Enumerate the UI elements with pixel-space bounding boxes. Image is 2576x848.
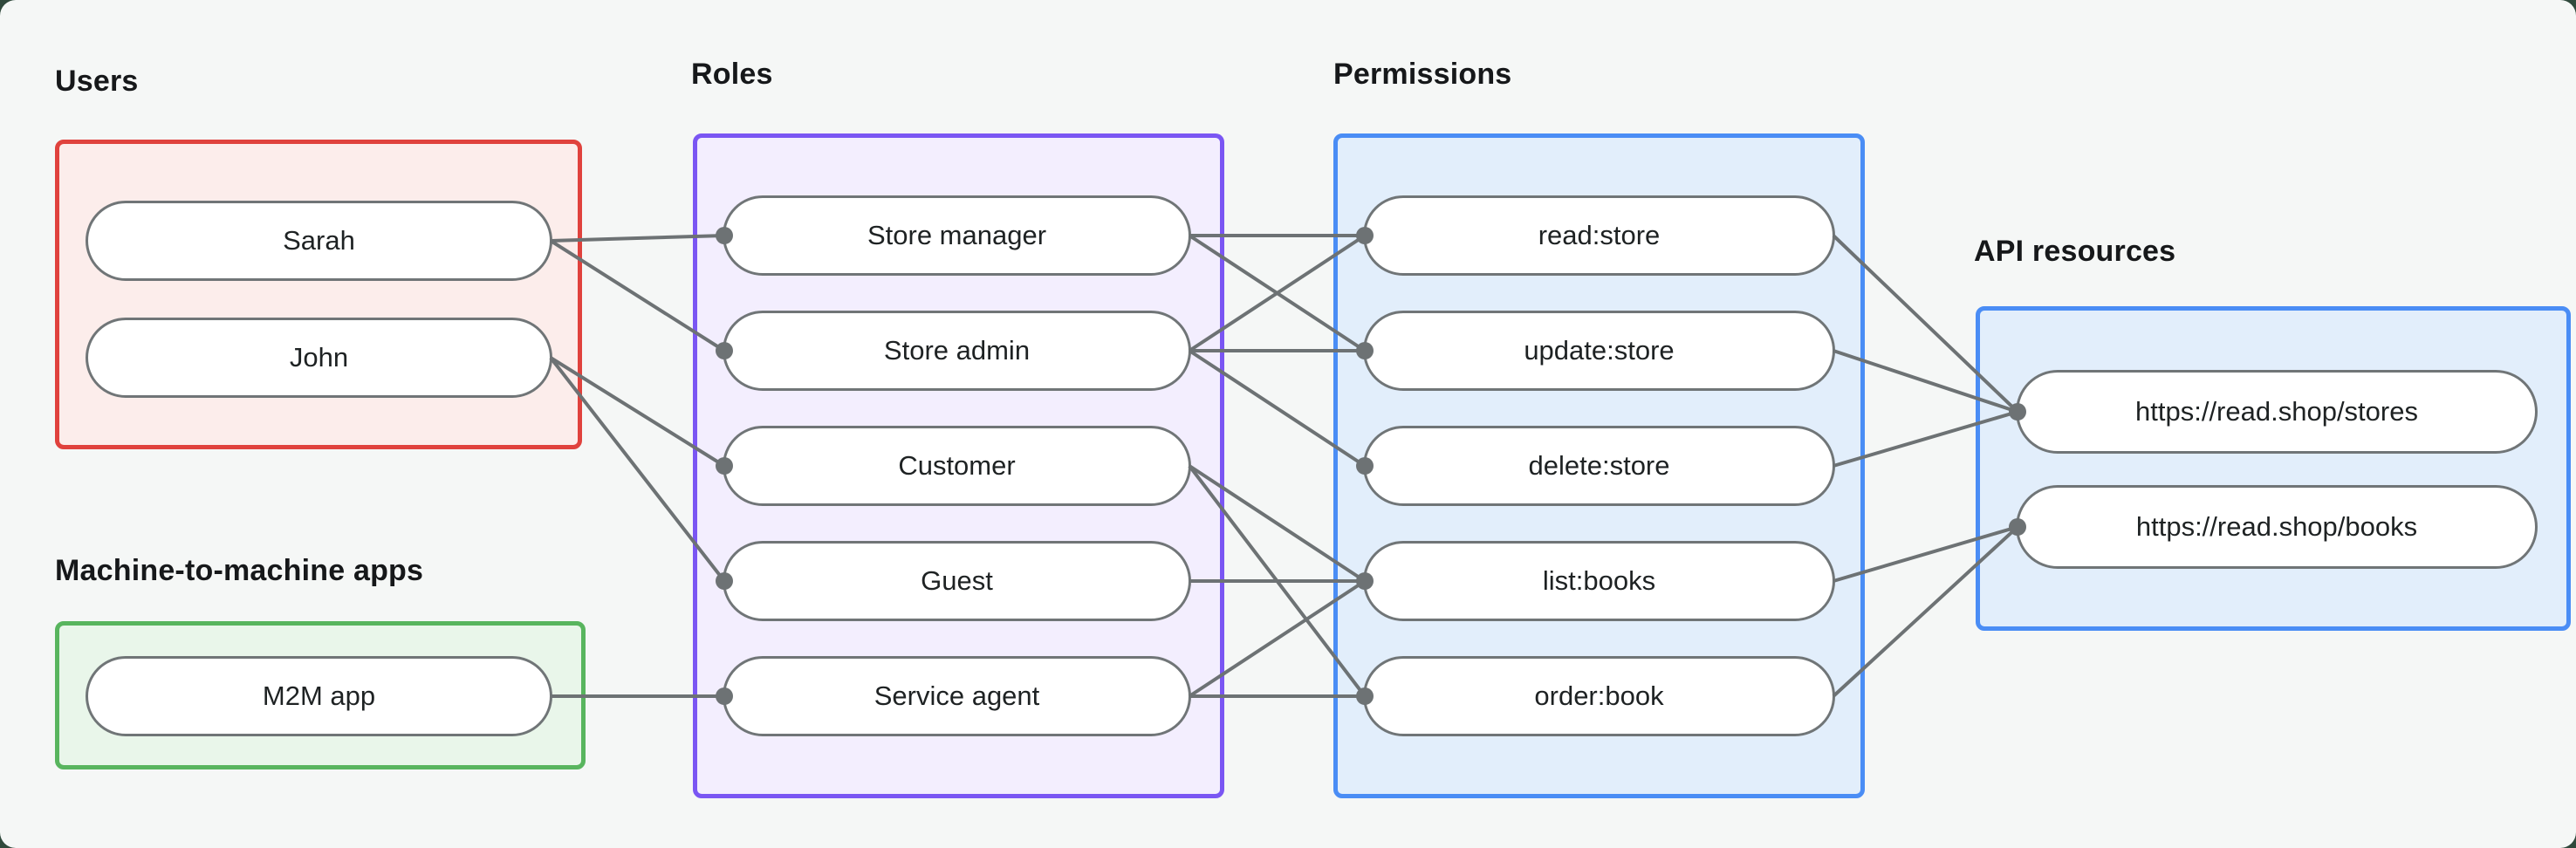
node-sarah: Sarah [86, 201, 552, 281]
node-https-read-shop-stores: https://read.shop/stores [2016, 370, 2538, 454]
node-order-book: order:book [1363, 656, 1835, 736]
group-label-users: Users [55, 65, 139, 98]
group-box-api [1976, 306, 2571, 631]
node-list-books: list:books [1363, 541, 1835, 621]
group-label-api: API resources [1974, 235, 2176, 268]
node-m2m-app: M2M app [86, 656, 552, 736]
node-store-manager: Store manager [723, 195, 1191, 276]
node-guest: Guest [723, 541, 1191, 621]
node-service-agent: Service agent [723, 656, 1191, 736]
group-label-roles: Roles [691, 58, 773, 91]
node-delete-store: delete:store [1363, 426, 1835, 506]
node-john: John [86, 318, 552, 398]
node-customer: Customer [723, 426, 1191, 506]
node-store-admin: Store admin [723, 311, 1191, 391]
node-https-read-shop-books: https://read.shop/books [2016, 485, 2538, 569]
group-label-permissions: Permissions [1333, 58, 1512, 91]
node-update-store: update:store [1363, 311, 1835, 391]
node-read-store: read:store [1363, 195, 1835, 276]
group-label-m2m: Machine-to-machine apps [55, 554, 424, 587]
group-box-users [55, 140, 582, 449]
